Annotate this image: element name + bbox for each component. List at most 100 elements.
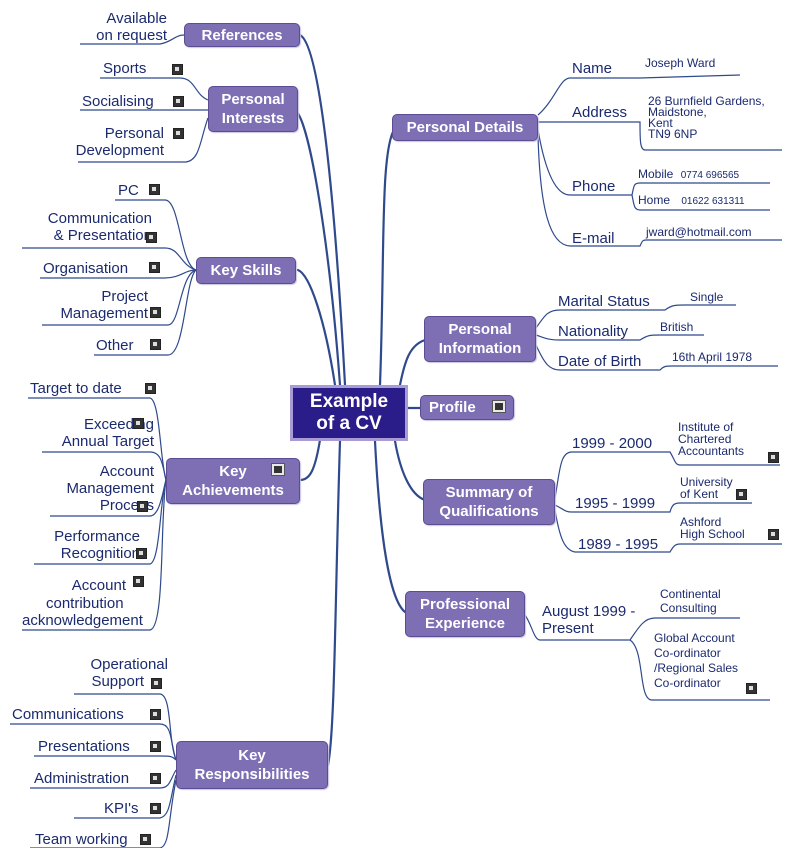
note-icon[interactable] xyxy=(746,683,757,694)
nationality-label-text: Nationality xyxy=(558,323,629,340)
nationality-value-text: British xyxy=(660,320,694,334)
q1-institution[interactable]: Institute of Chartered Accountants xyxy=(678,421,744,457)
note-icon[interactable] xyxy=(145,383,156,394)
note-icon[interactable] xyxy=(136,548,147,559)
list-item-performance-recognition[interactable]: Performance Recognition xyxy=(54,528,140,562)
contrib-line3-wrap: acknowledgement xyxy=(22,612,143,629)
note-icon[interactable] xyxy=(768,529,779,540)
note-icon[interactable] xyxy=(150,339,161,350)
profile-title: Profile xyxy=(429,399,476,416)
q3-institution[interactable]: Ashford High School xyxy=(680,516,745,540)
list-item-organisation[interactable]: Organisation xyxy=(43,260,128,277)
note-icon[interactable] xyxy=(173,96,184,107)
list-item-socialising[interactable]: Socialising xyxy=(82,93,154,110)
central-line1: Example xyxy=(309,391,389,412)
note-icon[interactable] xyxy=(768,452,779,463)
list-item-presentations[interactable]: Presentations xyxy=(38,738,130,755)
exp-company[interactable]: Continental Consulting xyxy=(660,587,721,615)
address-label-text: Address xyxy=(572,104,628,121)
q2-institution[interactable]: University of Kent xyxy=(680,476,733,500)
list-item-administration[interactable]: Administration xyxy=(34,770,129,787)
am-line2: Management xyxy=(66,480,154,497)
note-icon[interactable] xyxy=(151,678,162,689)
note-icon[interactable] xyxy=(149,262,160,273)
q3-years-text: 1989 - 1995 xyxy=(578,536,659,553)
email-value[interactable]: jward@hotmail.com xyxy=(646,226,752,239)
note-icon[interactable] xyxy=(271,463,285,476)
q2-line1: University xyxy=(680,475,733,489)
note-icon[interactable] xyxy=(133,576,144,587)
marital-value[interactable]: Single xyxy=(690,291,723,304)
phone-label-text: Phone xyxy=(572,178,616,195)
note-icon[interactable] xyxy=(736,489,747,500)
address-line3: Kent xyxy=(648,116,673,130)
note-icon[interactable] xyxy=(140,834,151,845)
list-item-operational-support[interactable]: Operational Support xyxy=(90,656,168,690)
exp-role[interactable]: Global Account Co-ordinator /Regional Sa… xyxy=(654,631,738,691)
q1-line2: Chartered xyxy=(678,432,732,446)
list-item-project-management[interactable]: Project Management xyxy=(60,288,148,322)
personal-information-node[interactable]: Personal Information xyxy=(424,316,536,362)
perf-line2: Recognition xyxy=(60,545,140,562)
q1-years-text: 1999 - 2000 xyxy=(572,435,653,452)
qualifications-node[interactable]: Summary of Qualifications xyxy=(423,479,555,525)
list-item-personal-development[interactable]: Personal Development xyxy=(76,125,164,159)
q1-line1: Institute of xyxy=(678,420,734,434)
list-item-sports[interactable]: Sports xyxy=(103,60,146,77)
mobile-row[interactable]: Mobile 0774 696565 xyxy=(638,168,739,182)
list-item-kpis[interactable]: KPI's xyxy=(104,800,139,817)
note-icon[interactable] xyxy=(492,400,506,413)
pc-label: PC xyxy=(118,182,139,199)
list-item-pc[interactable]: PC xyxy=(118,182,139,199)
note-icon[interactable] xyxy=(150,307,161,318)
list-item-account-contribution[interactable]: Account xyxy=(72,577,126,594)
ops-line2: Support xyxy=(91,673,144,690)
home-value: 01622 631311 xyxy=(681,196,745,207)
personal-details-node[interactable]: Personal Details xyxy=(392,114,538,141)
list-item-team-working[interactable]: Team working xyxy=(35,831,128,848)
key-achievements-title-line2: Achievements xyxy=(182,482,284,499)
email-value-text: jward@hotmail.com xyxy=(646,225,752,239)
personal-interests-node[interactable]: Personal Interests xyxy=(208,86,298,132)
pm-line2: Management xyxy=(60,305,148,322)
note-icon[interactable] xyxy=(150,773,161,784)
q3-line1: Ashford xyxy=(680,515,722,529)
central-topic[interactable]: Example of a CV xyxy=(290,385,408,441)
exp-title-line1: Professional xyxy=(419,596,511,613)
key-achievements-title-line1: Key xyxy=(219,463,247,480)
note-icon[interactable] xyxy=(150,803,161,814)
note-icon[interactable] xyxy=(146,232,157,243)
q1-line3: Accountants xyxy=(678,444,745,458)
key-skills-node[interactable]: Key Skills xyxy=(196,257,296,284)
role-line2: Co-ordinator xyxy=(654,646,721,660)
address-line2: Maidstone, xyxy=(648,105,707,119)
q2-years: 1995 - 1999 xyxy=(575,495,655,512)
list-item-communications[interactable]: Communications xyxy=(12,706,124,723)
note-icon[interactable] xyxy=(173,128,184,139)
pd-line1: Personal xyxy=(104,125,164,142)
home-row[interactable]: Home 01622 631311 xyxy=(638,194,745,208)
address-value[interactable]: 26 Burnfield Gardens, Maidstone, Kent TN… xyxy=(648,95,765,140)
references-item[interactable]: Available on request xyxy=(96,10,167,44)
references-node[interactable]: References xyxy=(184,23,300,47)
note-icon[interactable] xyxy=(150,709,161,720)
note-icon[interactable] xyxy=(172,64,183,75)
am-line1: Account xyxy=(99,463,154,480)
list-item-other[interactable]: Other xyxy=(96,337,134,354)
contrib-line2: contribution xyxy=(46,595,124,612)
note-icon[interactable] xyxy=(137,501,148,512)
nationality-value[interactable]: British xyxy=(660,321,693,334)
communication-line1: Communication xyxy=(47,210,152,227)
dob-value[interactable]: 16th April 1978 xyxy=(672,351,752,364)
experience-node[interactable]: Professional Experience xyxy=(405,591,525,637)
list-item-target-to-date[interactable]: Target to date xyxy=(30,380,122,397)
kpis-label: KPI's xyxy=(104,800,139,817)
name-value[interactable]: Joseph Ward xyxy=(645,57,715,70)
note-icon[interactable] xyxy=(133,418,144,429)
exp-period: August 1999 - Present xyxy=(542,603,635,637)
list-item-communication[interactable]: Communication & Presentation xyxy=(48,210,152,244)
note-icon[interactable] xyxy=(149,184,160,195)
note-icon[interactable] xyxy=(150,741,161,752)
key-responsibilities-node[interactable]: Key Responsibilities xyxy=(176,741,328,789)
q2-line2: of Kent xyxy=(680,487,719,501)
